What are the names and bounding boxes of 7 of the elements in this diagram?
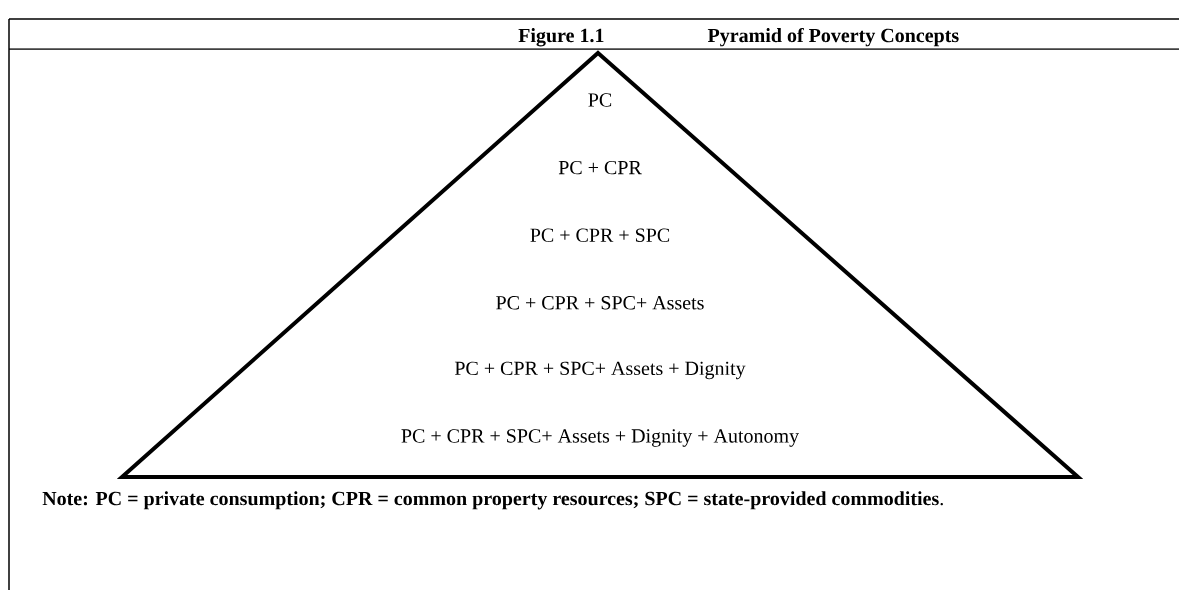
figure-title: Pyramid of Poverty Concepts: [707, 27, 959, 47]
level-text: PC: [588, 93, 612, 107]
level-text: PC + CPR: [558, 160, 642, 175]
level-text: PC + CPR + SPC+ Assets: [496, 296, 704, 310]
level-text: PC + CPR + SPC+ Assets + Dignity: [454, 361, 746, 380]
level-text: PC + CPR + SPC+ Assets + Dignity + Autonomy: [401, 429, 799, 447]
level-text: PC + CPR + SPC: [530, 228, 670, 242]
